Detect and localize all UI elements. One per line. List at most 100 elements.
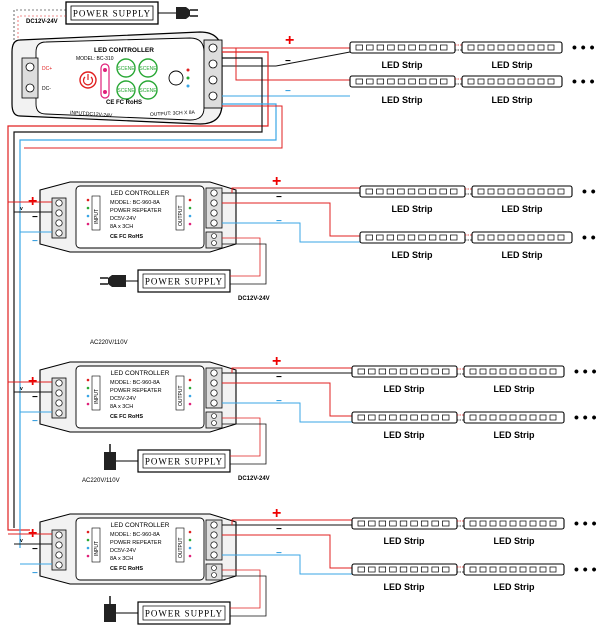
repeater-1-row-1-label-1: LED Strip (391, 204, 433, 214)
repeater-1-row-1-strip-1 (359, 185, 466, 198)
repeater-2-row-2-more-dots: • • • (574, 409, 597, 425)
ac-label-top: AC220V/110V (90, 340, 128, 346)
repeater-2-row-1-strip-1 (351, 365, 458, 378)
repeater-2-input-blue: − (32, 416, 38, 427)
repeater-1-model: MODEL: BC-960-8A (110, 200, 160, 206)
repeater-1-row-2-strip-2 (471, 231, 573, 244)
repeater-3-row-1-label-2: LED Strip (493, 536, 535, 546)
repeater-3-model: MODEL: BC-960-8A (110, 532, 160, 538)
top-input-label: INPUT:DC12V-24V (70, 110, 113, 119)
repeater-3-output-tag: OUTPUT (178, 537, 184, 558)
repeater-3-output-blue: − (276, 548, 282, 559)
repeater-2-cert: CE FC RoHS (110, 414, 143, 420)
repeater-1-output-minus: − (276, 192, 282, 203)
repeater-2-input-minus: − (32, 392, 38, 403)
top-led-controller: DC+ DC- LED CONTROLLER MODEL: BC-310 SCE… (11, 31, 223, 125)
repeater-2-ps-label: POWER SUPPLY (145, 457, 223, 467)
repeater-3-cert: CE FC RoHS (110, 566, 143, 572)
top-blue-minus: − (285, 86, 291, 97)
repeater-2-model: MODEL: BC-960-8A (110, 380, 160, 386)
repeater-3-plug-icon (104, 596, 138, 622)
repeater-2-row-2-strip-1 (351, 411, 458, 424)
repeater-3-line2: POWER REPEATER (110, 540, 162, 546)
repeater-3-input-tag: INPUT (94, 541, 100, 556)
top-strip-wires: + − − (222, 32, 351, 97)
repeater-2-line3: DC5V-24V (110, 396, 136, 402)
scene-label-3: SCENE (117, 88, 135, 94)
top-controller-title: LED CONTROLLER (94, 47, 154, 54)
scene-button-3 (116, 80, 136, 100)
dial-icon (168, 70, 184, 86)
top-voltage-label: DC12V-24V (26, 19, 58, 25)
repeater-2-row-1-strip-2 (463, 365, 565, 378)
repeater-2-output-plus: + (272, 353, 281, 370)
repeater-3-row-2-more-dots: • • • (574, 561, 597, 577)
repeater-1-line4: 8A x 3CH (110, 224, 133, 230)
repeater-3-input-blue: − (32, 568, 38, 579)
repeater-2-row-2-label-1: LED Strip (383, 430, 425, 440)
repeater-2-row-1-label-1: LED Strip (383, 384, 425, 394)
top-minus-sign: − (285, 56, 291, 67)
repeater-1-ps-label: POWER SUPPLY (145, 277, 223, 287)
repeater-2-row-1-label-2: LED Strip (493, 384, 535, 394)
repeater-3-output-minus: − (276, 524, 282, 535)
repeater-1-input-tag: INPUT (94, 209, 100, 224)
repeater-1-output-plus: + (272, 173, 281, 190)
top-row-2-more-dots: • • • (572, 73, 595, 89)
top-power-supply-label: POWER SUPPLY (73, 9, 151, 19)
repeater-3-line3: DC5V-24V (110, 548, 136, 554)
plug-icon (176, 7, 198, 19)
repeater-1-line2: POWER REPEATER (110, 208, 162, 214)
repeater-3-output-plus: + (272, 505, 281, 522)
top-dc-plus: DC+ (42, 66, 52, 72)
repeater-1-cert: CE FC RoHS (110, 234, 143, 240)
repeater-1-v-mark: v (20, 206, 23, 212)
top-row-1-label-2: LED Strip (491, 60, 533, 70)
repeater-1-line3: DC5V-24V (110, 216, 136, 222)
repeater-1-row-2-more-dots: • • • (582, 229, 600, 245)
trunk-wires (7, 51, 283, 548)
top-row-2-label-2: LED Strip (491, 95, 533, 105)
repeater-2-output-minus: − (276, 372, 282, 383)
top-plus-sign: + (285, 32, 294, 49)
repeater-2-v-mark: v (20, 386, 23, 392)
top-controller-model: MODEL: BC-310 (76, 56, 114, 62)
repeater-2-row-2-strip-2 (463, 411, 565, 424)
repeater-1-row-1-label-2: LED Strip (501, 204, 543, 214)
top-row-2-label-1: LED Strip (381, 95, 423, 105)
repeater-1-input-minus: − (32, 212, 38, 223)
repeater-3-row-2-strip-2 (463, 563, 565, 576)
repeater-3-row-1-more-dots: • • • (574, 515, 597, 531)
repeater-3-row-2-strip-1 (351, 563, 458, 576)
repeater-1-row-2-label-1: LED Strip (391, 250, 433, 260)
repeater-2-output-tag: OUTPUT (178, 385, 184, 406)
repeater-1-plug-icon (100, 275, 138, 287)
repeater-2-line4: 8A x 3CH (110, 404, 133, 410)
repeater-3-title: LED CONTROLLER (111, 522, 170, 529)
repeater-3-row-1-strip-1 (351, 517, 458, 530)
repeater-2-line2: POWER REPEATER (110, 388, 162, 394)
repeater-3-input-minus: − (32, 544, 38, 555)
repeater-2-row-1-more-dots: • • • (574, 363, 597, 379)
repeater-1-dc-label: DC12V-24V (238, 296, 270, 302)
top-power-supply: POWER SUPPLY DC12V-24V (13, 1, 198, 60)
repeater-3-row-1-label-1: LED Strip (383, 536, 425, 546)
repeater-1-row-2-label-2: LED Strip (501, 250, 543, 260)
repeater-1-output-blue: − (276, 216, 282, 227)
repeater-1-output-tag: OUTPUT (178, 205, 184, 226)
repeater-1-input-blue: − (32, 236, 38, 247)
top-row-2-strip-1 (349, 75, 456, 88)
top-row-1-more-dots: • • • (572, 39, 595, 55)
scene-label-2: SCENE (139, 66, 157, 72)
repeater-3-row-2-label-2: LED Strip (493, 582, 535, 592)
repeater-2-dc-label: DC12V-24V (238, 476, 270, 482)
scene-label-4: SCENE (139, 88, 157, 94)
repeater-1-row-1-more-dots: • • • (582, 183, 600, 199)
scene-label-1: SCENE (117, 66, 135, 72)
repeater-3-row-1-strip-2 (463, 517, 565, 530)
top-row-1-label-1: LED Strip (381, 60, 423, 70)
repeater-2-ac-label: AC220V/110V (82, 478, 120, 484)
